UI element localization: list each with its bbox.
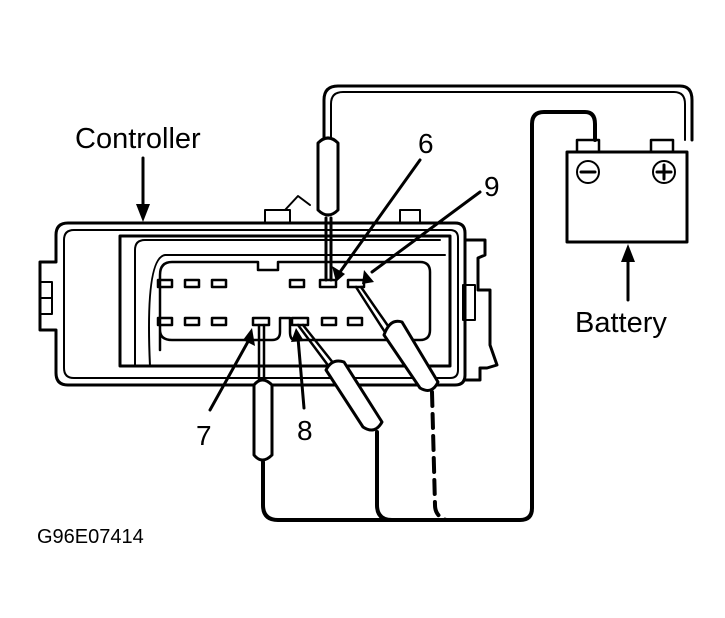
- optional-ground-wire: [430, 390, 448, 522]
- terminal-8-label: 8: [297, 415, 313, 446]
- pin: [183, 316, 201, 327]
- ground-wire: [261, 110, 597, 522]
- pin: [320, 316, 338, 327]
- battery-positive-post: [649, 138, 675, 154]
- pin: [210, 278, 228, 289]
- pin-6: [318, 278, 338, 289]
- pin-6-arrow: [338, 158, 422, 274]
- probe-pin-6: [316, 84, 694, 282]
- pins-top-row: [156, 278, 366, 289]
- controller-housing: [38, 195, 467, 387]
- pin: [210, 316, 228, 327]
- battery-label: Battery: [575, 307, 667, 339]
- plus-icon: [652, 160, 676, 184]
- connector-shroud: [118, 234, 452, 368]
- probe-pin-8: [296, 323, 384, 432]
- arrow-heads: [136, 204, 635, 346]
- minus-icon: [576, 160, 600, 184]
- battery: [565, 138, 689, 244]
- pin-8-arrow: [296, 336, 306, 410]
- pin: [346, 316, 364, 327]
- connector-latch-right: [462, 238, 499, 382]
- probe-pin-7: [252, 323, 274, 462]
- terminal-7-label: 7: [196, 420, 212, 451]
- terminal-6-label: 6: [418, 128, 434, 159]
- pin-8: [290, 316, 310, 327]
- pins-bottom-row: [156, 316, 364, 327]
- pin-7-arrow: [208, 336, 252, 412]
- probe-pin-9: [354, 285, 440, 392]
- controller-label: Controller: [75, 123, 201, 155]
- terminal-9-label: 9: [484, 171, 500, 202]
- pin: [288, 278, 306, 289]
- figure-code: G96E07414: [37, 526, 144, 548]
- battery-negative-post: [575, 138, 601, 154]
- pin-7: [251, 316, 271, 327]
- pin: [156, 316, 174, 327]
- pin: [183, 278, 201, 289]
- leader-arrows: [141, 156, 630, 412]
- pin-9-arrow: [370, 190, 482, 274]
- pin: [156, 278, 174, 289]
